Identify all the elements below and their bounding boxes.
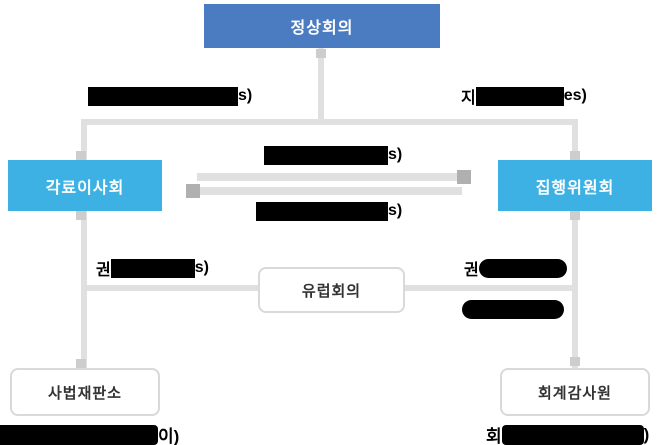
label-prefix: 지 — [461, 90, 476, 107]
box-council-of-ministers: 각료이사회 — [8, 160, 162, 211]
caption-suffix: ) — [643, 424, 650, 444]
box-justice-label: 사법재판소 — [47, 384, 122, 402]
arrow-right-icon — [457, 170, 471, 184]
connection-stub — [570, 357, 580, 366]
label-prefix: 권 — [464, 262, 479, 279]
label-top-right-redacted: 지 es) — [461, 86, 587, 107]
label-center-lower-redacted: s) — [256, 201, 402, 221]
label-suffix: s) — [194, 259, 209, 276]
connection-stub — [76, 359, 86, 368]
box-european-parliament: 유럽회의 — [258, 267, 405, 313]
box-auditors-label: 회계감사원 — [537, 384, 612, 402]
redaction-bar — [501, 424, 644, 445]
connection-stub — [76, 151, 86, 160]
connector-summit-vertical — [318, 48, 324, 122]
connection-stub — [570, 211, 580, 220]
box-summit: 정상회의 — [204, 4, 440, 48]
connector-right-drop — [572, 119, 578, 160]
label-right-mid-line1-redacted: 권 — [464, 258, 567, 279]
label-suffix: es) — [563, 87, 587, 104]
label-right-mid-line2-redacted — [462, 299, 564, 319]
connection-stub — [316, 49, 326, 58]
box-court-of-justice: 사법재판소 — [10, 368, 160, 416]
box-court-of-auditors: 회계감사원 — [500, 368, 650, 416]
label-top-left-redacted: s) — [88, 86, 252, 106]
caption-bottom-left-redacted: 이) — [0, 424, 179, 445]
label-suffix: s) — [388, 146, 403, 163]
connector-left-drop — [81, 119, 87, 160]
connection-stub — [570, 151, 580, 160]
redaction-bar — [462, 299, 564, 319]
redaction-bar — [475, 86, 564, 106]
label-suffix: s) — [238, 87, 253, 104]
connector-top-horizontal — [81, 119, 578, 125]
box-summit-label: 정상회의 — [290, 20, 354, 37]
label-prefix: 권 — [96, 262, 111, 279]
caption-prefix: 회 — [486, 427, 502, 445]
connection-stub — [76, 211, 86, 220]
box-council-label: 각료이사회 — [45, 179, 125, 197]
label-left-mid-redacted: 권 s) — [96, 258, 209, 279]
box-commission-label: 집행위원회 — [535, 179, 615, 197]
redaction-bar — [478, 258, 567, 278]
arrow-left-shaft — [200, 187, 462, 195]
box-executive-commission: 집행위원회 — [498, 160, 652, 211]
redaction-bar — [256, 201, 388, 221]
redaction-bar — [110, 258, 195, 278]
arrow-left-icon — [186, 184, 200, 198]
redaction-bar — [0, 424, 158, 445]
redaction-bar — [88, 86, 238, 106]
arrow-right-shaft — [197, 173, 458, 181]
caption-suffix: 이) — [158, 427, 180, 445]
box-parliament-label: 유럽회의 — [301, 282, 362, 300]
label-center-upper-redacted: s) — [264, 145, 402, 165]
label-suffix: s) — [388, 202, 403, 219]
caption-bottom-right-redacted: 회 ) — [486, 424, 649, 445]
redaction-bar — [264, 145, 388, 165]
